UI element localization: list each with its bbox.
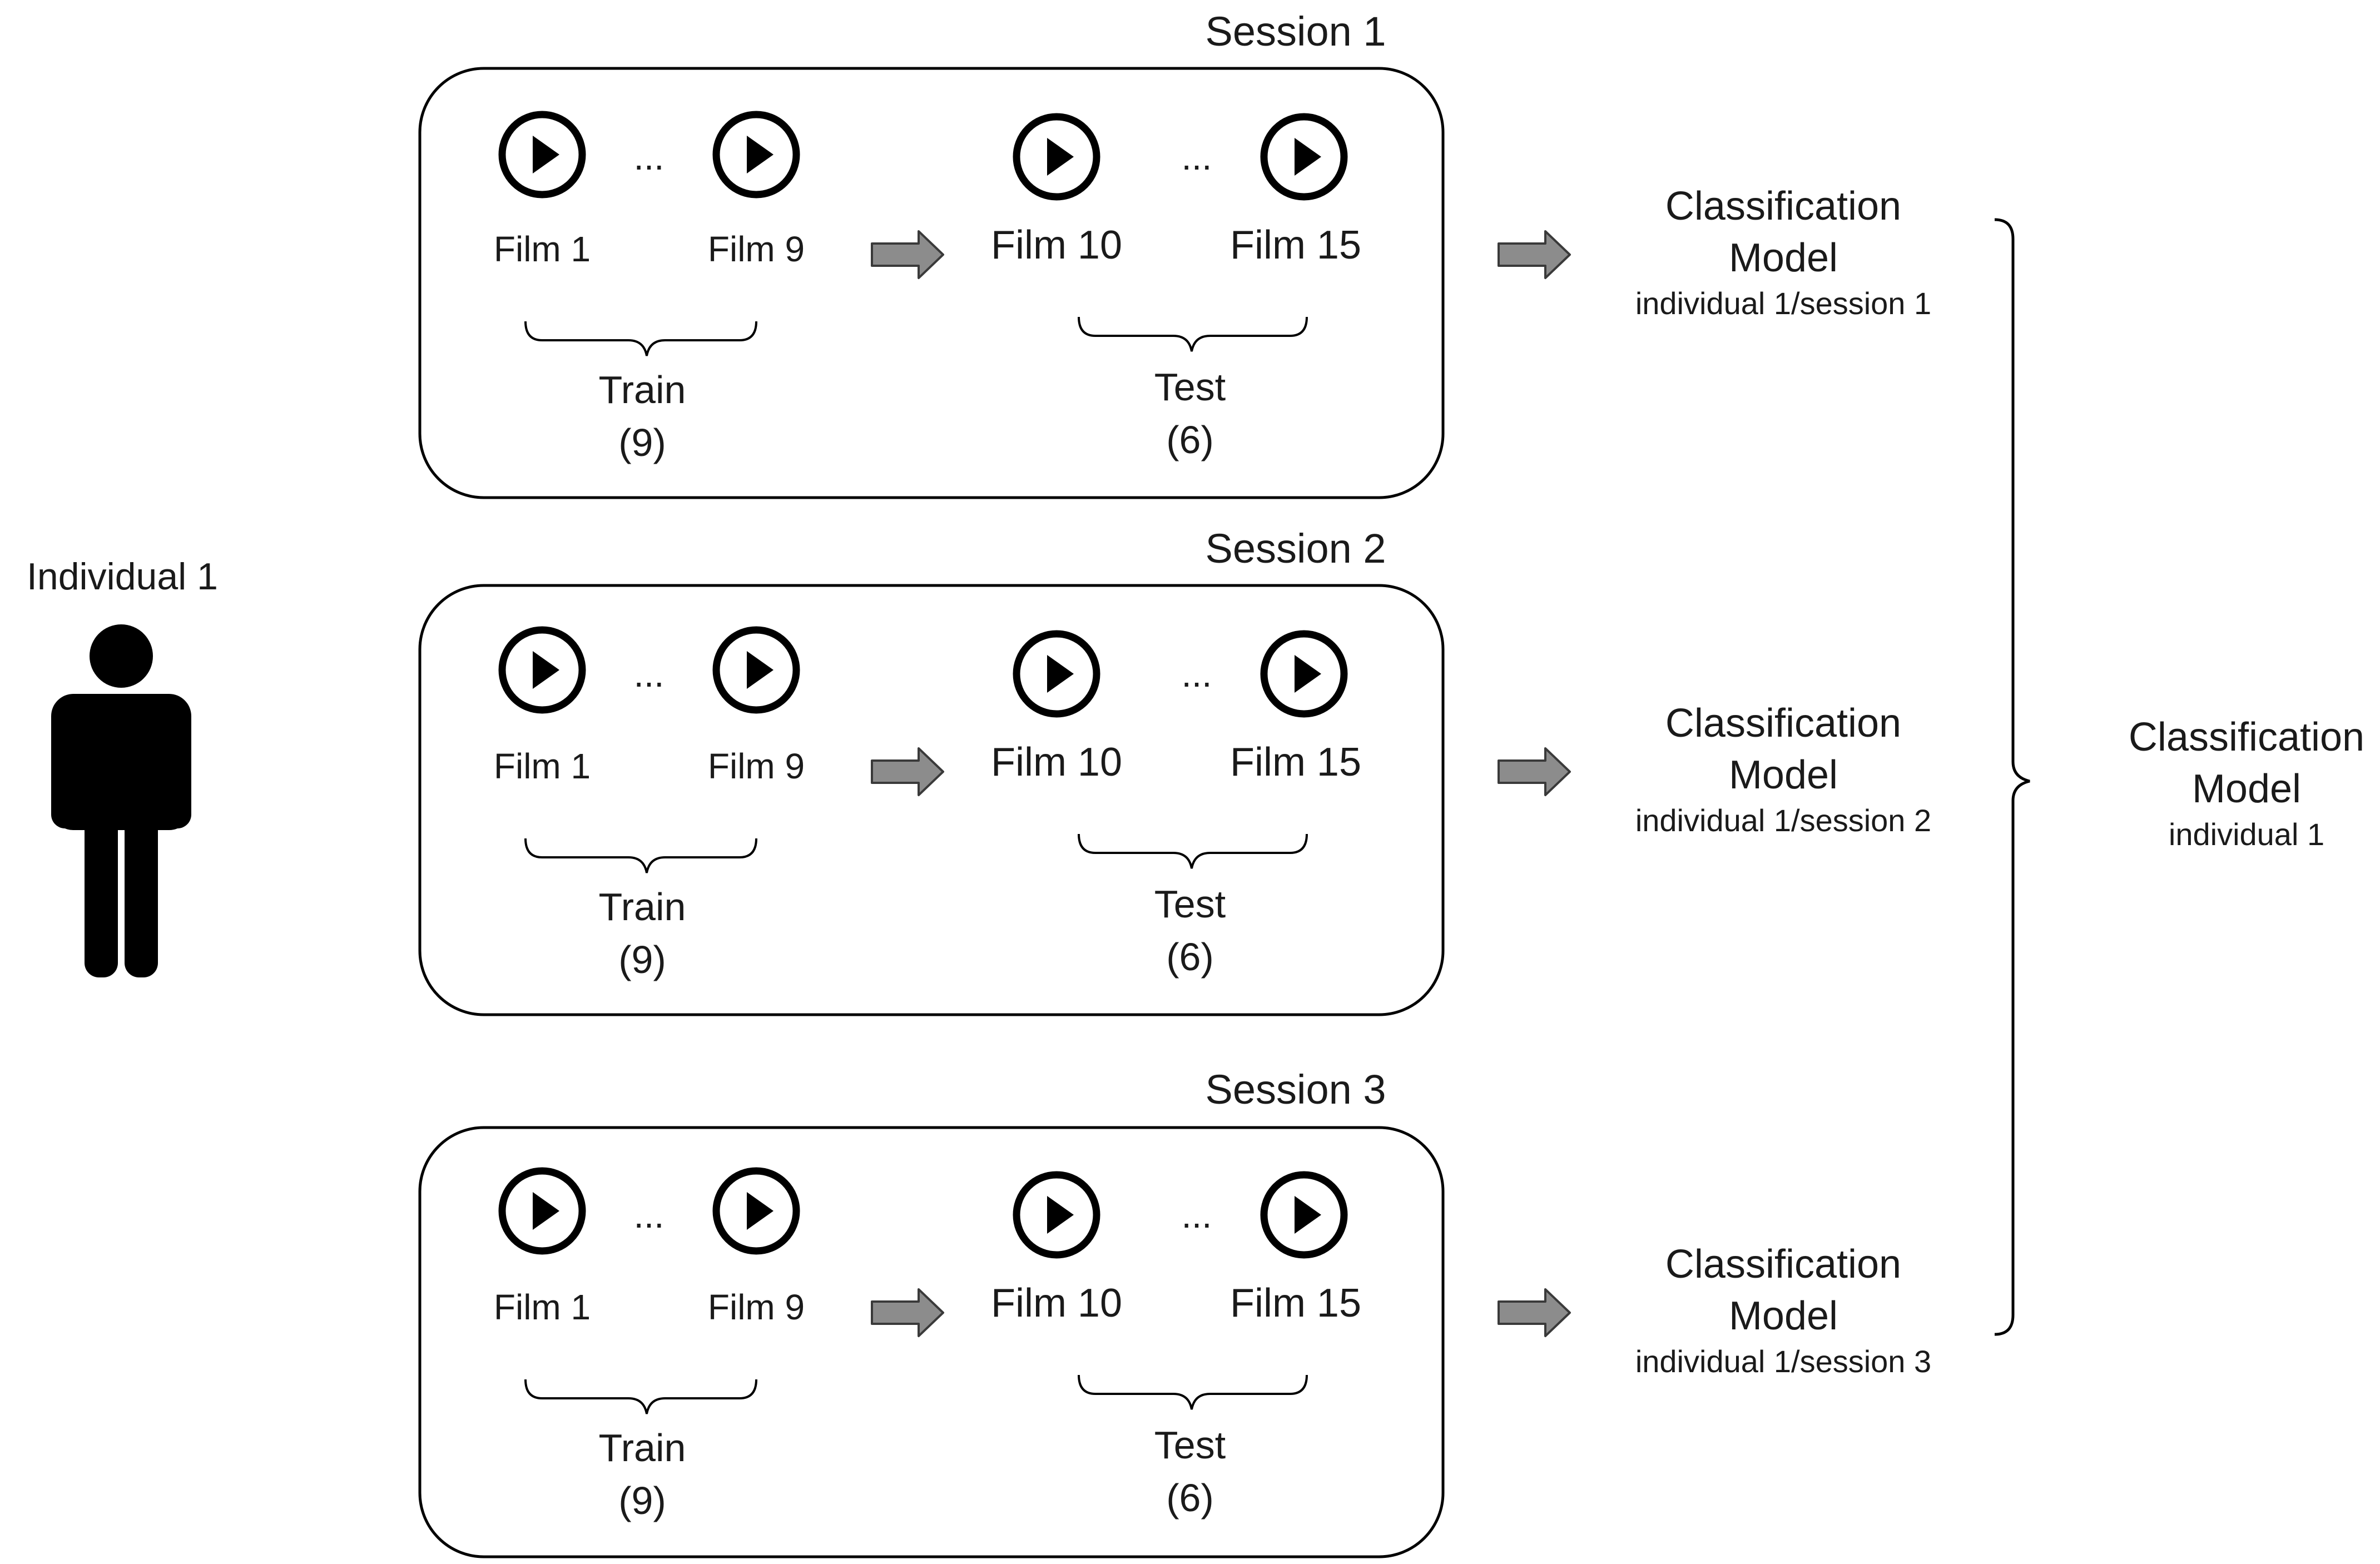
film-label: Film 10 bbox=[991, 740, 1122, 785]
session-box bbox=[418, 584, 1445, 1016]
session-box bbox=[418, 1126, 1445, 1558]
session-1: Session 1 ... ... Film 1 Film 9 Film 10 … bbox=[418, 8, 1445, 499]
film-label: Film 10 bbox=[991, 223, 1122, 267]
film-label: Film 10 bbox=[991, 1281, 1122, 1325]
model-title: Classification bbox=[1665, 701, 1901, 746]
film-label: Film 1 bbox=[494, 746, 591, 786]
play-circle-icon[interactable] bbox=[502, 115, 582, 195]
final-model-title: Classification bbox=[2129, 715, 2364, 759]
arrow-right-icon bbox=[1498, 747, 1571, 796]
train-brace bbox=[524, 1379, 757, 1414]
test-brace bbox=[1078, 1374, 1308, 1410]
ellipsis: ... bbox=[1181, 1194, 1212, 1235]
film-label: Film 9 bbox=[708, 229, 805, 269]
session-model-3: Classification Model individual 1/sessio… bbox=[1635, 1242, 1931, 1379]
play-circle-icon[interactable] bbox=[502, 630, 582, 710]
session-2: Session 2 ... ... Film 1 Film 9 Film 10 … bbox=[418, 525, 1445, 1016]
test-count: (6) bbox=[1166, 935, 1214, 979]
model-subtitle: individual 1/session 2 bbox=[1635, 803, 1931, 838]
ellipsis: ... bbox=[1181, 136, 1212, 177]
arrow-right-icon bbox=[1498, 1288, 1571, 1337]
play-circle-icon[interactable] bbox=[1264, 634, 1344, 714]
test-brace bbox=[1078, 833, 1308, 869]
train-count: (9) bbox=[618, 421, 666, 464]
session-box bbox=[418, 67, 1445, 499]
play-circle-icon[interactable] bbox=[1017, 117, 1097, 197]
arrow-right-icon bbox=[871, 747, 944, 796]
train-label: Train bbox=[599, 368, 686, 411]
film-label: Film 1 bbox=[494, 1287, 591, 1327]
model-title: Model bbox=[1729, 753, 1838, 797]
film-label: Film 9 bbox=[708, 1287, 805, 1327]
play-circle-icon[interactable] bbox=[502, 1171, 582, 1251]
model-title: Model bbox=[1729, 1294, 1838, 1338]
model-title: Classification bbox=[1665, 184, 1901, 229]
ellipsis: ... bbox=[633, 1194, 664, 1235]
final-model-subtitle: individual 1 bbox=[2169, 817, 2324, 852]
person-icon bbox=[51, 624, 191, 977]
play-circle-icon[interactable] bbox=[1264, 117, 1344, 197]
test-label: Test bbox=[1154, 365, 1226, 409]
play-circle-icon[interactable] bbox=[716, 115, 796, 195]
test-count: (6) bbox=[1166, 418, 1214, 461]
model-title: Model bbox=[1729, 236, 1838, 280]
arrow-right-icon bbox=[871, 230, 944, 279]
curly-brace bbox=[1994, 218, 2030, 1336]
individual-group: Individual 1 bbox=[27, 555, 218, 977]
session-3: Session 3 ... ... Film 1 Film 9 Film 10 … bbox=[418, 1066, 1445, 1558]
play-circle-icon[interactable] bbox=[716, 1171, 796, 1251]
final-model: Classification Model individual 1 bbox=[2129, 715, 2364, 852]
model-subtitle: individual 1/session 3 bbox=[1635, 1344, 1931, 1379]
individual-label: Individual 1 bbox=[27, 555, 218, 598]
session-title: Session 3 bbox=[1206, 1066, 1386, 1113]
play-circle-icon[interactable] bbox=[1017, 1175, 1097, 1255]
test-brace bbox=[1078, 316, 1308, 352]
film-label: Film 9 bbox=[708, 746, 805, 786]
train-count: (9) bbox=[618, 938, 666, 981]
ellipsis: ... bbox=[1181, 653, 1212, 694]
test-label: Test bbox=[1154, 1423, 1226, 1467]
model-title: Classification bbox=[1665, 1242, 1901, 1287]
arrow-right-icon bbox=[1498, 230, 1571, 279]
arrow-right-icon bbox=[871, 1288, 944, 1337]
play-circle-icon[interactable] bbox=[1017, 634, 1097, 714]
test-label: Test bbox=[1154, 882, 1226, 926]
train-count: (9) bbox=[618, 1479, 666, 1522]
session-model-2: Classification Model individual 1/sessio… bbox=[1635, 701, 1931, 838]
play-circle-icon[interactable] bbox=[1264, 1175, 1344, 1255]
play-circle-icon[interactable] bbox=[716, 630, 796, 710]
session-title: Session 2 bbox=[1206, 525, 1386, 572]
final-model-title: Model bbox=[2192, 767, 2301, 811]
session-title: Session 1 bbox=[1206, 8, 1386, 54]
film-label: Film 1 bbox=[494, 229, 591, 269]
film-label: Film 15 bbox=[1230, 223, 1361, 267]
train-brace bbox=[524, 838, 757, 873]
model-subtitle: individual 1/session 1 bbox=[1635, 286, 1931, 321]
ellipsis: ... bbox=[633, 653, 664, 694]
ellipsis: ... bbox=[633, 136, 664, 177]
session-model-1: Classification Model individual 1/sessio… bbox=[1635, 184, 1931, 321]
train-label: Train bbox=[599, 885, 686, 929]
film-label: Film 15 bbox=[1230, 740, 1361, 785]
film-label: Film 15 bbox=[1230, 1281, 1361, 1325]
train-label: Train bbox=[599, 1426, 686, 1469]
test-count: (6) bbox=[1166, 1476, 1214, 1520]
train-brace bbox=[524, 321, 757, 356]
